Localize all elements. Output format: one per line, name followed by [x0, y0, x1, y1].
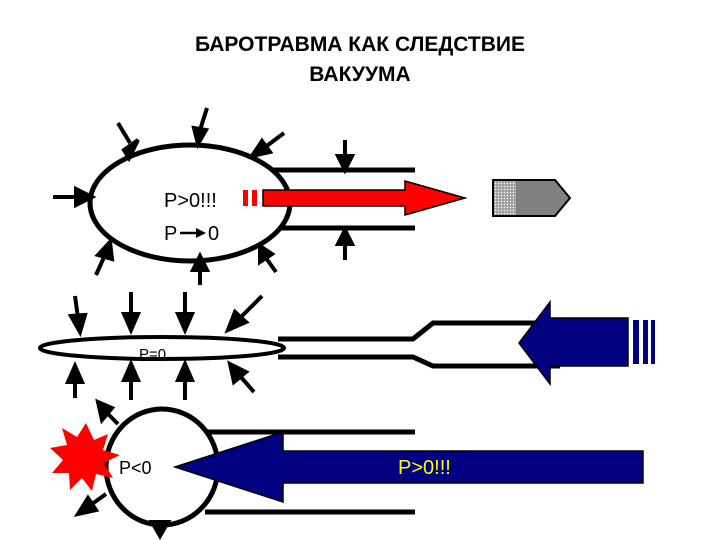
arrow-icon: [73, 492, 108, 517]
arrow-icon: [148, 520, 172, 540]
middle-tube-wall-lower: [278, 354, 560, 369]
arrow-icon: [189, 251, 211, 285]
burst-icon: [50, 423, 120, 491]
arrow-icon: [334, 140, 356, 175]
title-line-2: ВАКУУМА: [309, 63, 411, 86]
arrow-icon: [67, 295, 88, 338]
arrow-icon: [174, 292, 196, 335]
top-zero-label: 0: [208, 223, 219, 245]
outflow-arrow: [262, 180, 468, 216]
projectile-icon: [492, 179, 572, 217]
arrow-icon: [191, 107, 210, 150]
bottom-inflow-arrow: [172, 430, 644, 504]
middle-inflow-arrow: [518, 299, 629, 387]
arrow-icon: [95, 398, 120, 426]
scenario-bottom: P<0 P>0!!!: [50, 398, 644, 540]
arrow-icon: [224, 294, 264, 334]
middle-inflow-arrow-stubs: [633, 320, 655, 364]
bottom-pressure-label: P<0: [119, 458, 152, 478]
arrow-icon: [120, 292, 142, 335]
middle-pressure-arrows: [64, 292, 264, 400]
scenario-middle: P=0: [38, 292, 655, 400]
arrow-icon: [64, 361, 86, 398]
top-pressure-arrows: [53, 107, 356, 285]
arrow-icon: [174, 359, 196, 400]
arrow-icon: [94, 237, 115, 276]
bottom-inflow-label: P>0!!!: [398, 457, 451, 479]
outflow-arrow-stubs: [243, 190, 257, 206]
title-line-1: БАРОТРАВМА КАК СЛЕДСТВИЕ: [194, 33, 526, 56]
arrow-icon: [334, 225, 356, 260]
arrow-icon: [116, 121, 140, 163]
arrow-icon: [120, 359, 142, 400]
middle-tube-wall-upper: [278, 320, 560, 342]
tends-to-arrow-icon: [180, 228, 206, 238]
middle-pressure-label: P=0: [139, 346, 166, 363]
page-title: БАРОТРАВМА КАК СЛЕДСТВИЕ ВАКУУМА: [0, 30, 720, 90]
arrow-icon: [53, 185, 97, 209]
bottom-pressure-arrows: [73, 398, 172, 540]
arrow-icon: [227, 360, 256, 394]
arrow-icon: [247, 131, 286, 160]
top-pressure-label: P>0!!!: [164, 190, 217, 212]
scenario-top: P>0!!! P 0: [53, 107, 572, 285]
arrow-icon: [258, 242, 278, 274]
top-p-label: P: [164, 223, 177, 245]
middle-balloon-collapsed: [38, 335, 286, 361]
